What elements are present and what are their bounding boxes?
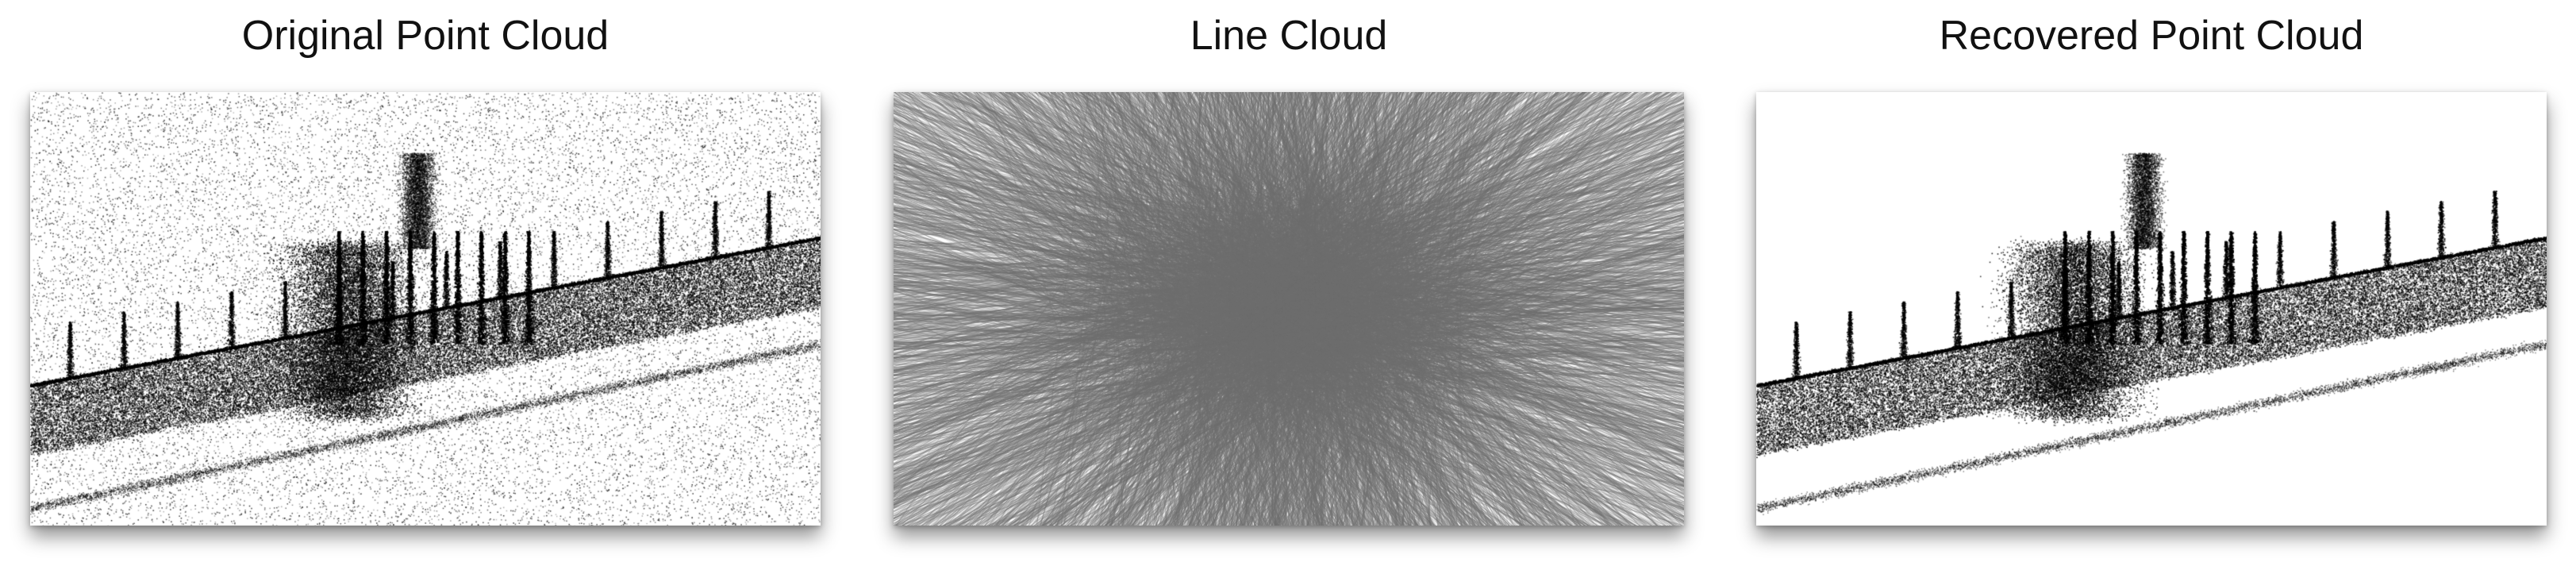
recovered-point-cloud-image [1756,92,2547,526]
title-original-point-cloud: Original Point Cloud [241,13,609,59]
title-recovered-point-cloud: Recovered Point Cloud [1939,13,2364,59]
original-point-cloud-image [30,92,821,526]
line-cloud-panel [894,92,1684,526]
line-cloud-image [894,92,1684,526]
original-point-cloud-panel [30,92,821,526]
title-line-cloud: Line Cloud [1190,13,1388,59]
recovered-point-cloud-panel [1756,92,2547,526]
